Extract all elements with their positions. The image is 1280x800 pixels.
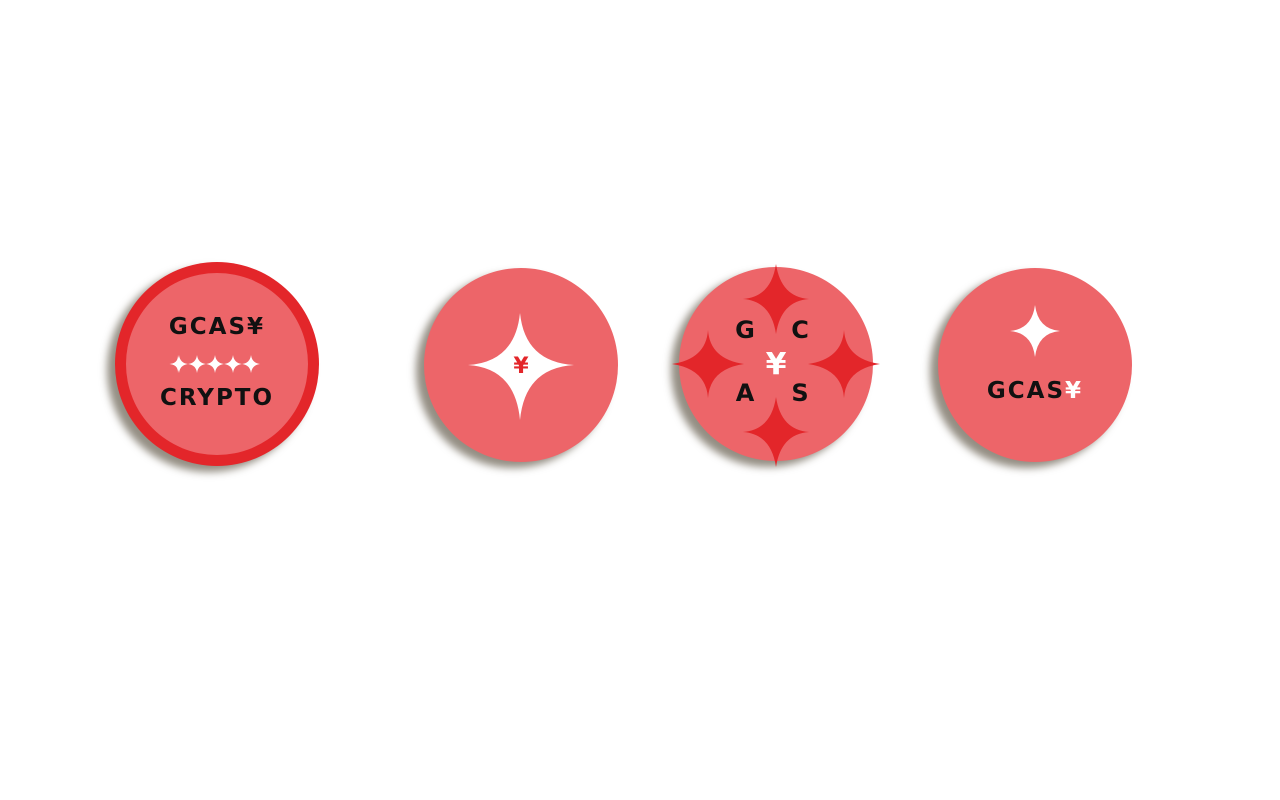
letter-c: C <box>791 316 811 344</box>
coin-label-text: GCAS <box>986 378 1066 404</box>
coin-gcas-star: GCAS¥ <box>938 268 1132 462</box>
coin-gcas-quad: G C ¥ A S <box>672 264 880 467</box>
sparkle-row-icon <box>169 355 260 373</box>
four-sparkles-icon <box>672 264 880 467</box>
coin-yen-sparkle: ¥ <box>424 268 618 462</box>
coin-gcas-crypto: GCAS¥ CRYPTO <box>115 262 319 466</box>
sparkle-icon <box>1010 305 1060 357</box>
letter-g: G <box>735 316 757 344</box>
yen-symbol: ¥ <box>1065 378 1084 404</box>
yen-symbol: ¥ <box>765 347 787 382</box>
coin-bottom-text: CRYPTO <box>159 385 275 411</box>
sparkle-icon <box>468 313 574 420</box>
coin-top-text: GCAS¥ <box>168 314 266 340</box>
coin-label: GCAS¥ <box>938 378 1132 404</box>
yen-symbol: ¥ <box>513 354 529 379</box>
letter-a: A <box>735 379 757 407</box>
letter-s: S <box>791 379 811 407</box>
